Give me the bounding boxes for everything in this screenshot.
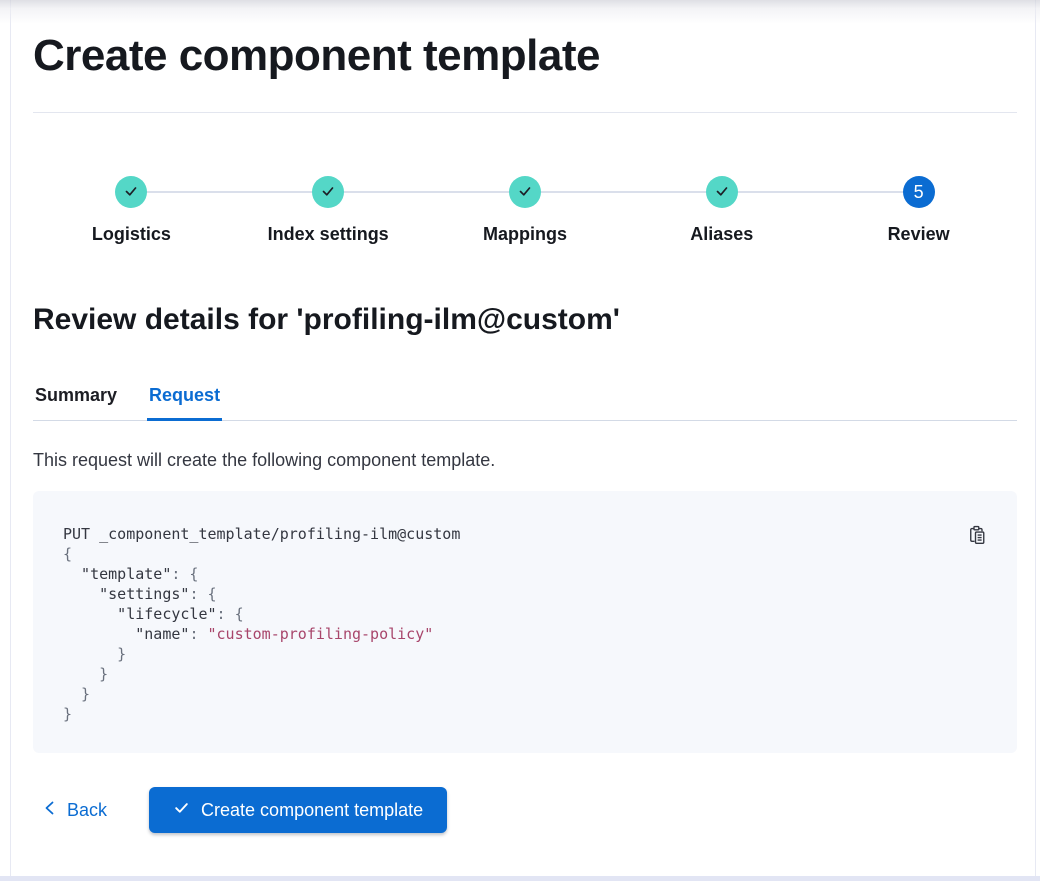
- code-line: {: [63, 545, 73, 563]
- request-code-block: PUT _component_template/profiling-ilm@cu…: [33, 491, 1017, 753]
- copy-clipboard-icon: [967, 525, 987, 548]
- code-line: "name": "custom-profiling-policy": [63, 625, 434, 643]
- title-divider: [33, 112, 1017, 113]
- code-line: }: [63, 665, 109, 683]
- create-button-label: Create component template: [201, 799, 424, 820]
- stepper-step-aliases[interactable]: Aliases: [623, 176, 820, 246]
- check-icon: [714, 183, 730, 202]
- step-complete-circle: [508, 176, 541, 208]
- step-label: Aliases: [690, 224, 754, 244]
- code-line: PUT _component_template/profiling-ilm@cu…: [63, 525, 461, 543]
- wizard-stepper: Logistics Index settings: [33, 176, 1017, 246]
- tab-summary[interactable]: Summary: [33, 384, 119, 420]
- chevron-left-icon: [43, 800, 57, 821]
- step-label: Review: [887, 224, 950, 244]
- stepper-step-logistics[interactable]: Logistics: [33, 176, 230, 246]
- check-icon: [320, 183, 336, 202]
- stepper-step-index-settings[interactable]: Index settings: [230, 176, 427, 246]
- step-complete-circle: [705, 176, 738, 208]
- step-complete-circle: [312, 176, 345, 208]
- code-line: }: [63, 705, 73, 723]
- review-heading: Review details for 'profiling-ilm@custom…: [33, 303, 620, 336]
- code-line: }: [63, 685, 91, 703]
- check-icon: [173, 799, 190, 821]
- wizard-footer: Back Create component template: [33, 787, 1017, 833]
- code-lines: PUT _component_template/profiling-ilm@cu…: [63, 524, 987, 724]
- stepper-step-mappings[interactable]: Mappings: [427, 176, 624, 246]
- step-label: Logistics: [91, 224, 171, 244]
- check-icon: [123, 183, 139, 202]
- tab-request[interactable]: Request: [147, 384, 223, 421]
- check-icon: [517, 183, 533, 202]
- back-button[interactable]: Back: [33, 792, 117, 829]
- create-component-template-button[interactable]: Create component template: [149, 787, 448, 833]
- step-label: Index settings: [267, 224, 389, 244]
- bottom-panel-edge: [0, 876, 1040, 881]
- step-number: 5: [913, 181, 924, 202]
- stepper-step-review[interactable]: 5 Review: [820, 176, 1017, 246]
- code-line: }: [63, 645, 127, 663]
- step-complete-circle: [115, 176, 148, 208]
- copy-to-clipboard-button[interactable]: [963, 521, 991, 549]
- request-description: This request will create the following c…: [33, 450, 496, 470]
- create-component-template-page: Create component template Logistics: [10, 0, 1036, 881]
- page-title: Create component template: [33, 31, 600, 80]
- back-button-label: Back: [67, 799, 108, 820]
- code-line: "lifecycle": {: [63, 605, 244, 623]
- code-line: "template": {: [63, 565, 199, 583]
- step-label: Mappings: [482, 224, 567, 244]
- review-tabs: Summary Request: [33, 384, 1017, 421]
- code-line: "settings": {: [63, 585, 217, 603]
- step-current-circle: 5: [902, 176, 935, 208]
